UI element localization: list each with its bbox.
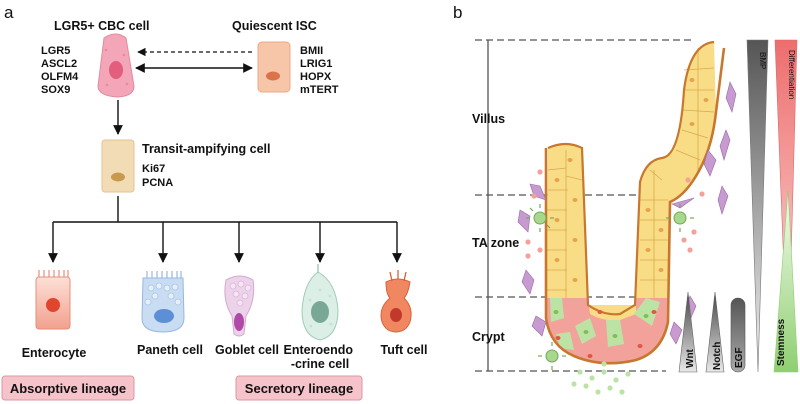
cell-label-paneth: Paneth cell bbox=[137, 343, 203, 357]
crypt-villus-tissue bbox=[544, 40, 726, 365]
tuft-cell bbox=[380, 270, 412, 333]
cell-label-enteroendocrine: Enteroendo -crine cell bbox=[284, 343, 357, 371]
absorptive-lineage-box bbox=[1, 375, 135, 401]
cbc-marker: LGR5 bbox=[41, 45, 70, 57]
egf-bar bbox=[730, 297, 746, 373]
paneth-cell bbox=[141, 271, 185, 333]
signal-particles bbox=[525, 169, 705, 395]
notch-label: Notch bbox=[712, 342, 723, 370]
quiescent-marker: BMII bbox=[300, 45, 323, 57]
cell-label-line: -crine cell bbox=[291, 357, 349, 371]
enterocyte-cell bbox=[35, 270, 71, 330]
wnt-label: Wnt bbox=[685, 348, 696, 368]
cbc-marker: ASCL2 bbox=[41, 58, 77, 70]
cell-label-enterocyte: Enterocyte bbox=[22, 346, 87, 360]
quiescent-cell bbox=[257, 41, 291, 93]
zone-ta-label: TA zone bbox=[472, 236, 519, 250]
goblet-cell bbox=[224, 275, 255, 337]
notch-gradient bbox=[705, 291, 725, 373]
panel-label-a: a bbox=[4, 3, 14, 22]
wnt-gradient bbox=[678, 291, 698, 373]
quiescent-marker: HOPX bbox=[300, 71, 332, 83]
quiescent-marker: mTERT bbox=[300, 84, 339, 96]
transit-title: Transit-ampifying cell bbox=[142, 142, 271, 156]
quiescent-title: Quiescent ISC bbox=[232, 19, 317, 33]
egf-label: EGF bbox=[734, 347, 745, 368]
zone-crypt-label: Crypt bbox=[472, 330, 505, 344]
absorptive-lineage-label: Absorptive lineage bbox=[10, 381, 126, 396]
cell-label-goblet: Goblet cell bbox=[215, 343, 279, 357]
transit-marker: PCNA bbox=[142, 177, 173, 189]
lineage-tree bbox=[48, 196, 402, 263]
differentiation-label: Differentiation bbox=[787, 50, 796, 99]
stemness-gradient bbox=[773, 189, 799, 373]
differentiation-gradient bbox=[774, 39, 798, 373]
cbc-title: LGR5+ CBC cell bbox=[54, 19, 150, 33]
immune-cells bbox=[526, 204, 694, 370]
transit-marker: Ki67 bbox=[142, 163, 165, 175]
stemness-label: Stemness bbox=[776, 318, 787, 366]
secretory-lineage-label: Secretory lineage bbox=[245, 381, 353, 396]
secretory-lineage-box bbox=[235, 375, 363, 401]
zone-villus-label: Villus bbox=[472, 112, 505, 126]
panel-label-b: b bbox=[453, 3, 462, 22]
cell-label-line: Enteroendo bbox=[284, 343, 354, 357]
quiescent-marker: LRIG1 bbox=[300, 58, 332, 70]
cbc-cell bbox=[97, 33, 135, 98]
transit-cell bbox=[101, 139, 135, 193]
bmp-label: BMP bbox=[758, 52, 767, 69]
cell-label-tuft: Tuft cell bbox=[381, 343, 428, 357]
bmp-gradient bbox=[746, 39, 769, 373]
cbc-marker: SOX9 bbox=[41, 84, 70, 96]
cbc-marker: OLFM4 bbox=[41, 71, 79, 83]
enteroendocrine-cell bbox=[301, 264, 339, 341]
